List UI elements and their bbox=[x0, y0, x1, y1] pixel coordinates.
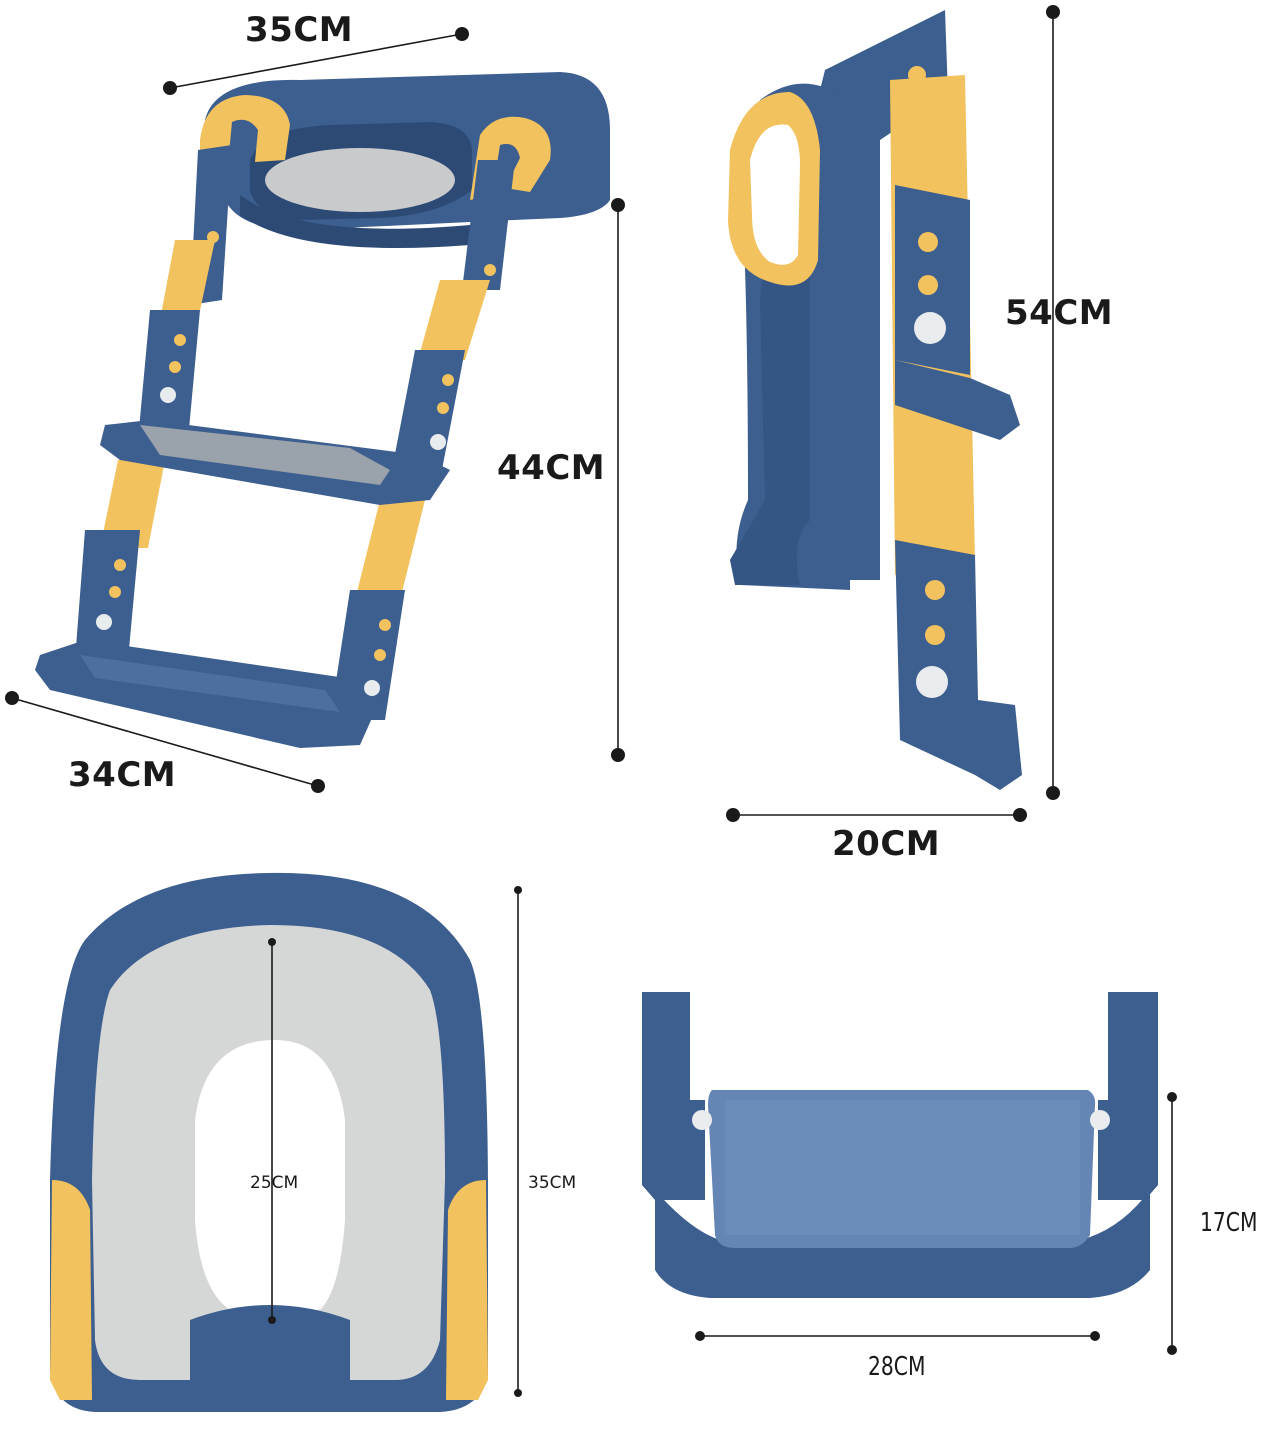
label-side-height: 54CM bbox=[1005, 293, 1114, 333]
measurement-lines bbox=[5, 5, 1177, 1397]
seat-view bbox=[50, 872, 488, 1412]
label-ladder-height: 44CM bbox=[497, 448, 606, 488]
label-seat-length: 35CM bbox=[528, 1173, 577, 1193]
label-step-height: 17CM bbox=[1200, 1208, 1258, 1238]
label-step-width: 28CM bbox=[868, 1352, 926, 1382]
label-ladder-top-width: 35CM bbox=[245, 10, 354, 50]
step-view bbox=[642, 992, 1158, 1298]
label-side-depth: 20CM bbox=[832, 824, 941, 864]
side-view bbox=[728, 10, 1022, 790]
ladder-view bbox=[35, 72, 610, 748]
label-seat-opening: 25CM bbox=[250, 1173, 299, 1193]
label-ladder-base-width: 34CM bbox=[68, 755, 177, 795]
